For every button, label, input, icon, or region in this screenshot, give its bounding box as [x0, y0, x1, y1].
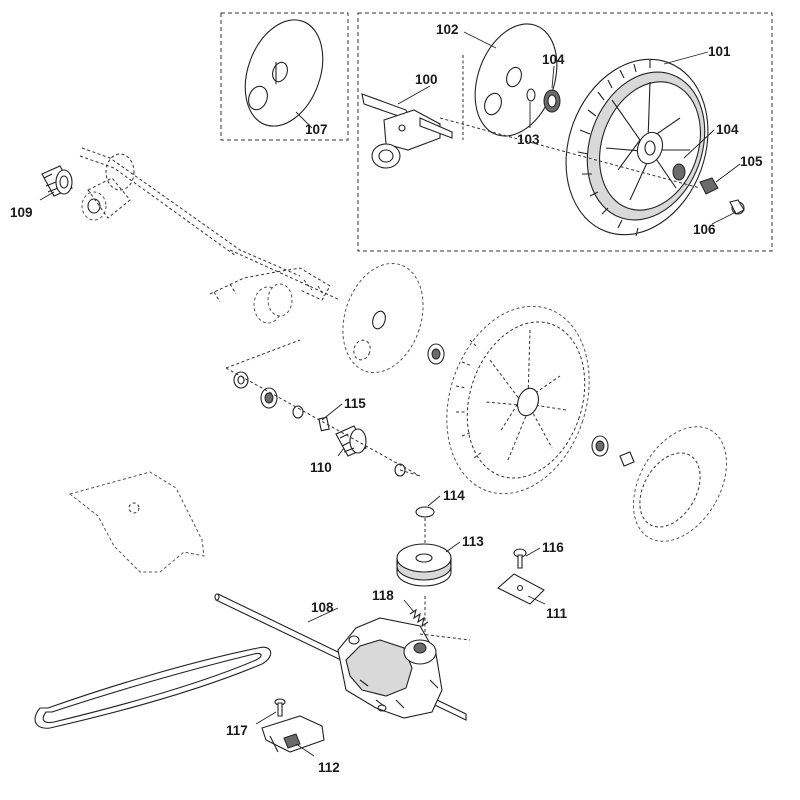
bearing-center	[427, 343, 445, 365]
callout-104-top: 104	[542, 52, 565, 67]
part-104-bearing-lower	[672, 163, 686, 181]
callout-102: 102	[436, 22, 459, 37]
callout-112: 112	[318, 760, 340, 775]
part-113-pulley	[396, 543, 452, 587]
axis-line-lower	[225, 339, 421, 477]
callout-104-lower: 104	[716, 122, 739, 137]
callout-111: 111	[546, 606, 568, 621]
part-107-hubcap	[244, 19, 324, 127]
part-100-axle-bracket	[361, 93, 453, 169]
washer-small-1	[233, 371, 249, 389]
callout-101: 101	[708, 44, 731, 59]
part-102-disc-cover	[474, 23, 558, 137]
frame-axle-dashed	[79, 147, 341, 301]
part-115-key	[318, 416, 330, 432]
callout-105: 105	[740, 154, 763, 169]
gearbox-housing	[337, 617, 443, 719]
part-111-plate	[497, 573, 545, 605]
callout-115: 115	[344, 396, 366, 411]
callout-103: 103	[517, 132, 540, 147]
callout-107: 107	[305, 122, 328, 137]
part-116-screw	[513, 548, 527, 569]
drive-belt	[34, 646, 272, 729]
callout-108: 108	[311, 600, 334, 615]
bearing-right	[591, 435, 609, 457]
detail-box-hubcap	[220, 12, 349, 141]
leader-lines	[39, 31, 741, 757]
part-117-screw	[274, 698, 286, 717]
nut-right	[619, 451, 635, 467]
ghost-wheel-center	[446, 305, 590, 495]
part-drive-gear-cluster	[209, 267, 331, 324]
axis-line-gearbox	[419, 596, 471, 641]
callout-116: 116	[542, 540, 564, 555]
part-105-clip	[699, 177, 719, 195]
part-104-bearing-upper	[543, 89, 561, 113]
bearing-small-1	[260, 387, 278, 409]
callout-113: 113	[462, 534, 484, 549]
ghost-disc-left	[342, 262, 424, 374]
callout-114: 114	[443, 488, 465, 503]
part-112-bracket	[261, 715, 325, 753]
part-110-pinion	[335, 425, 367, 457]
callout-106: 106	[693, 222, 716, 237]
callout-labels: 107 100 102 104 103 101 104 105 106 109 …	[10, 22, 763, 775]
ghost-deck-plate	[68, 471, 205, 573]
callout-110: 110	[310, 460, 332, 475]
part-118-spring	[409, 608, 429, 628]
part-114-circlip	[415, 506, 435, 518]
detail-box-wheel-assembly	[357, 12, 773, 252]
callout-109: 109	[10, 205, 33, 220]
part-101-wheel	[565, 58, 709, 237]
ghost-hubcap-right	[633, 426, 727, 542]
callout-118: 118	[372, 588, 394, 603]
axis-line-detail	[439, 55, 701, 189]
washer-small-2	[292, 405, 304, 419]
part-106-bolt	[729, 199, 745, 215]
part-109-pinion	[41, 165, 73, 197]
part-103-washer	[526, 88, 536, 102]
callout-100: 100	[415, 72, 438, 87]
callout-117: 117	[226, 723, 248, 738]
